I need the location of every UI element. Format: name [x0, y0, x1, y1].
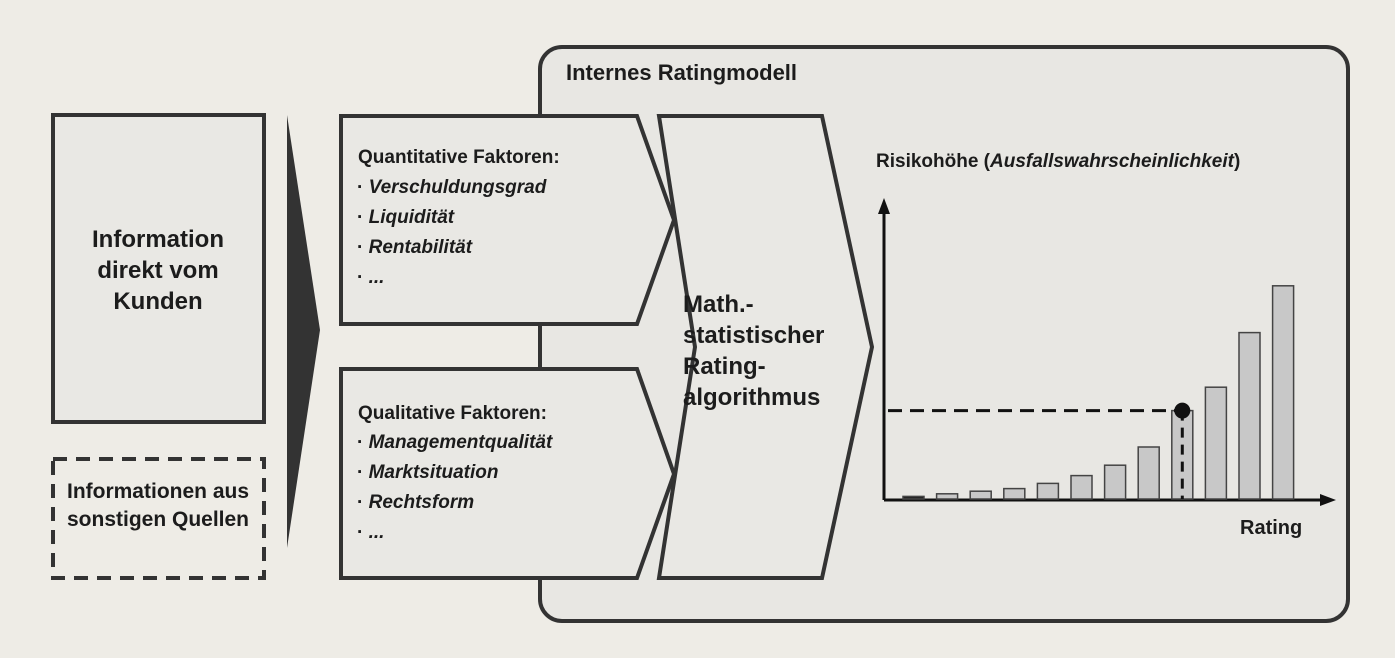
chart-bar	[1070, 474, 1093, 500]
chart-bar	[1137, 446, 1160, 500]
qualitative-factors-list: · Managementqualität · Marktsituation · …	[357, 428, 552, 548]
qualitative-item: · Marktsituation	[357, 462, 499, 483]
chart-bar	[1204, 386, 1228, 500]
other-sources-box	[51, 457, 266, 580]
highlight-point	[1174, 402, 1191, 419]
qualitative-item: · Rechtsform	[357, 492, 475, 513]
direct-info-box	[51, 113, 266, 424]
quantitative-factors-list: · Verschuldungsgrad · Liquidität · Renta…	[357, 173, 546, 293]
chart-bar	[1271, 285, 1295, 500]
risk-marker	[888, 402, 1191, 499]
chart-title: Risikohöhe (Ausfallswahrscheinlichkeit)	[876, 151, 1241, 172]
chart-bar	[935, 493, 959, 500]
x-axis-label: Rating	[1240, 517, 1303, 539]
direct-info-label: Information direkt vom Kunden	[92, 226, 224, 315]
rating-model-title: Internes Ratingmodell	[566, 60, 798, 85]
chart-bars	[902, 285, 1295, 500]
quantitative-item: · Liquidität	[357, 207, 455, 228]
algorithm-label: Math.- statistischer Rating- algorithmus	[683, 291, 825, 411]
qualitative-factors-title: Qualitative Faktoren:	[358, 403, 547, 424]
quantitative-item: · Verschuldungsgrad	[357, 177, 547, 198]
flow-arrow	[287, 115, 320, 548]
quantitative-factors-chevron	[339, 114, 677, 326]
x-axis-arrowhead	[1320, 494, 1336, 506]
chart-bar	[1103, 464, 1127, 500]
chart-bar	[969, 490, 992, 500]
chart-bar	[902, 495, 925, 500]
algorithm-chevron	[656, 114, 875, 580]
qualitative-item: · Managementqualität	[357, 432, 553, 453]
chart-bar	[1036, 482, 1060, 500]
other-sources-label: Informationen aus sonstigen Quellen	[66, 480, 250, 531]
quantitative-factors-title: Quantitative Faktoren:	[358, 147, 560, 168]
qualitative-factors-chevron	[339, 367, 677, 580]
chart-bar	[1238, 331, 1261, 500]
quantitative-item: · Rentabilität	[357, 237, 473, 258]
chart-bar	[1003, 487, 1026, 500]
qualitative-item: · ...	[357, 522, 385, 543]
y-axis-arrowhead	[878, 198, 890, 214]
quantitative-item: · ...	[357, 267, 385, 288]
risk-chart	[878, 198, 1336, 506]
